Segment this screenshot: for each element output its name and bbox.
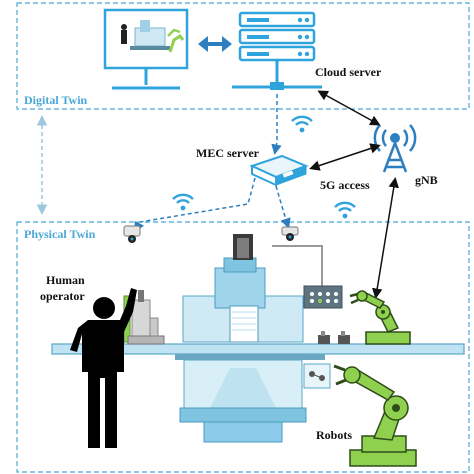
gnb-label: gNB <box>415 173 438 187</box>
cloud-gnb-link <box>317 90 381 126</box>
twin-thumbnail <box>121 20 185 53</box>
robot-arm-upper <box>349 290 411 345</box>
cloud-server-label: Cloud server <box>315 65 382 79</box>
sensor-panel <box>303 363 331 389</box>
wifi-icon <box>334 201 356 219</box>
digital-twin-zone: Digital Twin <box>16 2 470 110</box>
monitor-cloud-link <box>198 36 232 52</box>
cloud-mec-link <box>271 94 282 155</box>
robot-arm-lower <box>333 364 417 467</box>
milling-machine <box>179 234 307 443</box>
robots-label: Robots <box>316 428 352 442</box>
wifi-icon <box>291 115 313 133</box>
gnb-tower-icon <box>373 124 417 173</box>
fixtures <box>318 331 350 344</box>
wifi-icon <box>172 193 194 211</box>
control-panel <box>272 245 343 309</box>
camera-icon <box>281 226 299 241</box>
access-label: 5G access <box>320 178 370 192</box>
gnb-robot-link <box>372 177 399 299</box>
mec-server-icon <box>249 154 309 187</box>
physical-twin-zone: Physical Twin <box>16 221 470 473</box>
digital-twin-label: Digital Twin <box>24 93 88 107</box>
mec-gnb-link <box>309 143 381 171</box>
mec-server-label: MEC server <box>196 146 260 160</box>
cloud-server-icon <box>232 11 322 90</box>
human-label-line1: Human <box>46 273 85 287</box>
camera-icon <box>123 225 141 243</box>
work-table <box>51 343 465 360</box>
human-operator-figure <box>70 288 137 448</box>
digital-twin-monitor <box>103 8 189 90</box>
physical-twin-label: Physical Twin <box>24 227 96 241</box>
human-label-line2: operator <box>40 289 85 303</box>
mec-camera-right-link <box>275 185 291 229</box>
